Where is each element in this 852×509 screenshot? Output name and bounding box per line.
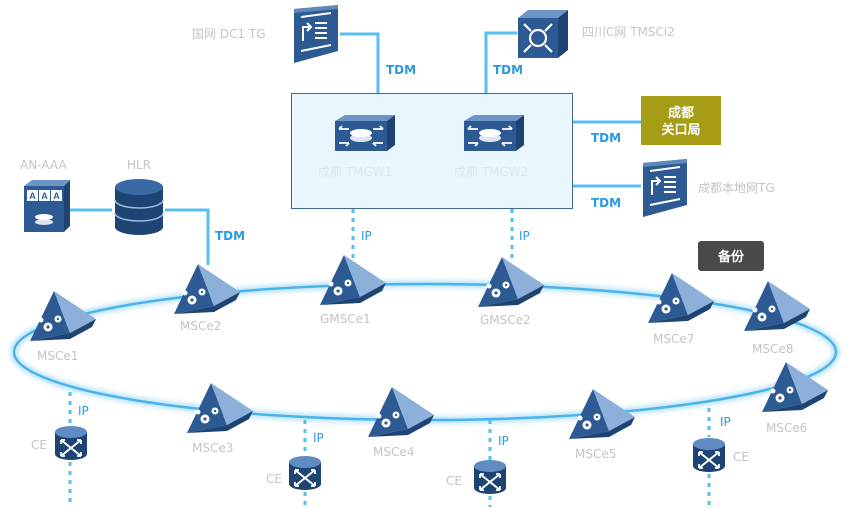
msce5-icon — [569, 389, 635, 439]
msce4-icon — [368, 387, 434, 437]
svg-text:A: A — [53, 191, 60, 201]
ce-router-icon — [693, 438, 725, 472]
backup-label: 备份 — [717, 248, 744, 264]
label-msce3: MSCe3 — [192, 441, 234, 455]
backup-badge: 备份 — [698, 241, 764, 271]
label-msce1: MSCe1 — [37, 349, 79, 363]
label-gmsce2: GMSCe2 — [480, 313, 531, 327]
chengdu-gateway-badge: 成都 关口局 — [641, 96, 721, 145]
label-tdm: TDM — [215, 229, 246, 243]
link-stp-to-mgw — [484, 31, 517, 93]
local-trunk-gateway-icon — [643, 159, 687, 217]
label-ce: CE — [446, 474, 462, 488]
label-ce: CE — [733, 450, 749, 464]
label-msce7: MSCe7 — [653, 332, 695, 346]
label-ce: CE — [31, 438, 47, 452]
gmsce2-icon — [478, 257, 544, 307]
msce2-icon — [174, 264, 240, 314]
label-msce6: MSCe6 — [766, 421, 808, 435]
label-ip: IP — [78, 404, 89, 418]
media-gateway-icon — [335, 115, 395, 151]
label-msce5: MSCe5 — [575, 447, 617, 461]
link-hlr-to-msce2 — [165, 208, 210, 265]
media-gateway-icon — [464, 115, 524, 151]
label-ip: IP — [519, 229, 530, 243]
label-ln-dc1-tg: 国网 DC1 TG — [192, 27, 266, 41]
database-icon — [114, 179, 164, 235]
msce6-icon — [762, 362, 828, 412]
label-tmgw2: 成都 TMGW2 — [453, 165, 529, 179]
label-hlr: HLR — [127, 158, 152, 172]
label-ip: IP — [361, 229, 372, 243]
msce8-icon — [744, 281, 810, 331]
msce7-icon — [648, 273, 714, 323]
label-msce8: MSCe8 — [752, 342, 794, 356]
label-ip: IP — [313, 431, 324, 445]
ce-router-icon — [474, 460, 506, 494]
link-tg-top-to-mgw — [340, 32, 380, 93]
label-tdm: TDM — [591, 196, 622, 210]
label-anaaa: AN-AAA — [20, 158, 67, 172]
label-chengdu-local-tg: 成都本地网TG — [698, 181, 775, 195]
trunk-gateway-icon — [294, 5, 338, 63]
gmsce1-icon — [320, 255, 386, 305]
label-sichuan-tmsc: 四川C网 TMSCi2 — [582, 25, 675, 39]
chengdu-gateway-label: 成都 关口局 — [661, 104, 701, 137]
msce1-icon — [30, 291, 96, 341]
label-gmsce1: GMSCe1 — [320, 312, 371, 326]
label-msce2: MSCe2 — [180, 319, 222, 333]
label-tdm: TDM — [386, 63, 417, 77]
ce-router-icon — [55, 426, 87, 460]
ce-router-icon — [289, 456, 321, 490]
label-msce4: MSCe4 — [373, 445, 415, 459]
label-ip: IP — [720, 415, 731, 429]
label-ce: CE — [266, 472, 282, 486]
aaa-server-icon: A A A — [24, 180, 70, 232]
label-ip: IP — [498, 434, 509, 448]
msce3-icon — [187, 383, 253, 433]
label-tdm: TDM — [591, 131, 622, 145]
svg-text:A: A — [41, 191, 48, 201]
svg-text:A: A — [29, 191, 36, 201]
signal-transfer-icon — [518, 10, 568, 58]
label-tmgw1: 成都 TMGW1 — [317, 165, 393, 179]
label-tdm: TDM — [493, 63, 524, 77]
